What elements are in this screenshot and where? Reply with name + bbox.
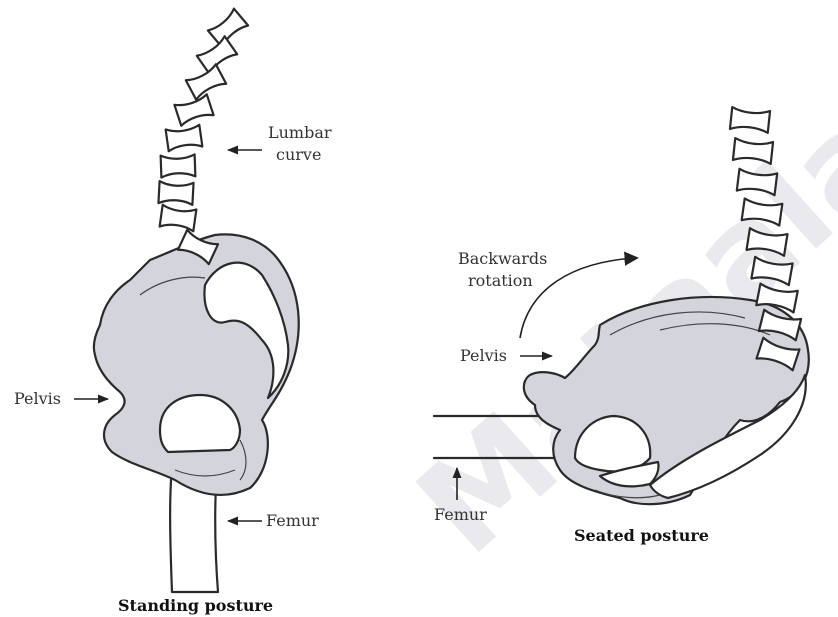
- standing-vertebra-6: [161, 154, 196, 177]
- standing-spine: [158, 9, 248, 265]
- pelvis-left-text: Pelvis: [14, 389, 61, 408]
- femur-left-label: Femur: [228, 511, 319, 530]
- femur-right-text: Femur: [434, 505, 487, 524]
- standing-caption: Standing posture: [118, 596, 273, 615]
- femur-left-text: Femur: [266, 511, 319, 530]
- seated-vertebra-1: [730, 107, 770, 133]
- standing-vertebra-4: [174, 94, 213, 125]
- pelvis-right-text: Pelvis: [460, 346, 507, 365]
- pelvis-left-label: Pelvis: [14, 389, 108, 408]
- standing-vertebra-8: [160, 205, 197, 232]
- lumbar-label-line1: Lumbar: [268, 123, 332, 142]
- standing-figure: [94, 9, 299, 592]
- lumbar-label-line2: curve: [276, 145, 321, 164]
- backwards-label-line1: Backwards: [458, 249, 547, 268]
- lumbar-curve-label: Lumbar curve: [228, 123, 332, 164]
- seated-caption: Seated posture: [574, 526, 709, 545]
- backwards-label-line2: rotation: [468, 271, 533, 290]
- standing-vertebra-7: [158, 181, 193, 205]
- standing-vertebra-5: [166, 125, 203, 152]
- standing-pelvis: [94, 234, 299, 495]
